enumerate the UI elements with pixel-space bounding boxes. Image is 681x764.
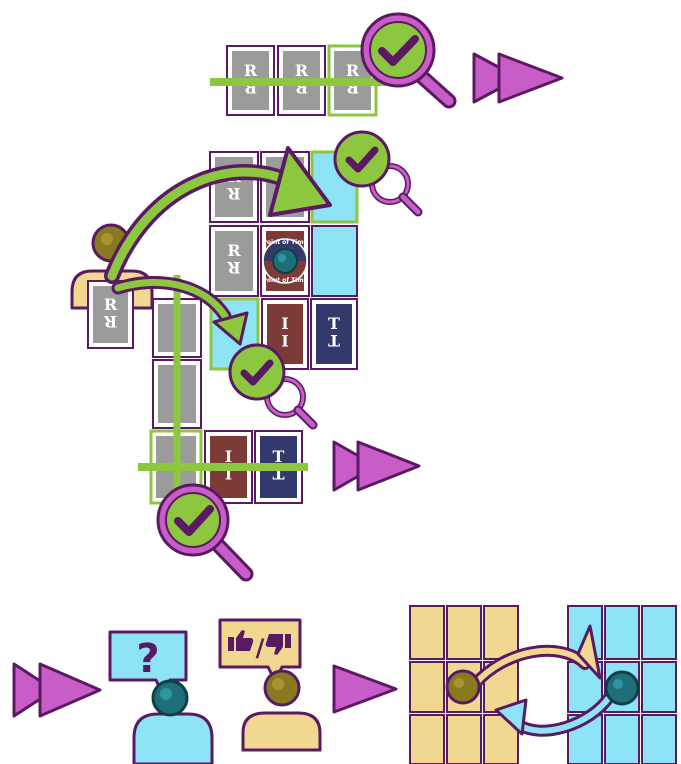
fast-forward-icon: [472, 52, 564, 104]
olive-token: [445, 669, 481, 705]
check-magnifier-icon: [333, 130, 423, 217]
check-magnifier-icon: [228, 343, 318, 430]
card-letter: R: [227, 241, 241, 260]
bottom-row: ? /: [12, 605, 677, 764]
swap-arrows-icon: [469, 624, 616, 737]
grey-card-in-hand: R R: [87, 280, 134, 349]
arrow-to-middle-slot: [111, 276, 249, 346]
card-letter: R: [346, 61, 360, 80]
sand-board: [409, 605, 519, 764]
point-of-time-card: Point of Time Point of Time: [260, 225, 310, 297]
teal-token: [604, 670, 640, 706]
cyan-empty-slot: [311, 225, 358, 297]
person-icon: [241, 711, 322, 752]
grey-card: R R: [209, 151, 259, 223]
card-letter: R: [244, 61, 258, 80]
blue-card: T T: [310, 298, 358, 370]
token-text: Point of Time: [262, 277, 307, 284]
check-magnifier-icon: [156, 483, 254, 582]
card-letter: R: [104, 295, 118, 314]
arrow-to-top-slot: [104, 146, 332, 284]
play-icon: [332, 664, 398, 714]
thumbs-up-down-bubble-icon: /: [218, 618, 302, 683]
thumbs-up-icon: [228, 630, 254, 651]
question-mark: ?: [136, 636, 159, 682]
card-letter: T: [328, 331, 340, 350]
teal-token: [272, 248, 298, 274]
card-letter: T: [328, 314, 340, 333]
middle-grid: R R R R R R Point of Time Point of Time: [70, 130, 423, 582]
top-row: R R R R R R: [210, 12, 564, 117]
card-letter: I: [225, 447, 232, 466]
card-letter: T: [273, 447, 285, 466]
card-letter: R: [103, 312, 117, 331]
thumbs-divider: /: [256, 634, 265, 662]
card-letter: R: [295, 61, 309, 80]
card-letter: I: [281, 331, 288, 350]
card-letter: I: [281, 314, 288, 333]
person-icon: [132, 712, 214, 764]
card-letter: R: [227, 258, 241, 277]
fast-forward-icon: [12, 662, 102, 718]
check-magnifier-icon: [360, 12, 457, 109]
card-letter: R: [227, 184, 241, 203]
card-letter: I: [225, 464, 232, 483]
thumbs-down-icon: [265, 634, 291, 655]
fast-forward-icon: [332, 440, 421, 492]
grey-card: R R: [209, 225, 259, 297]
token-text: Point of Time: [262, 239, 307, 246]
